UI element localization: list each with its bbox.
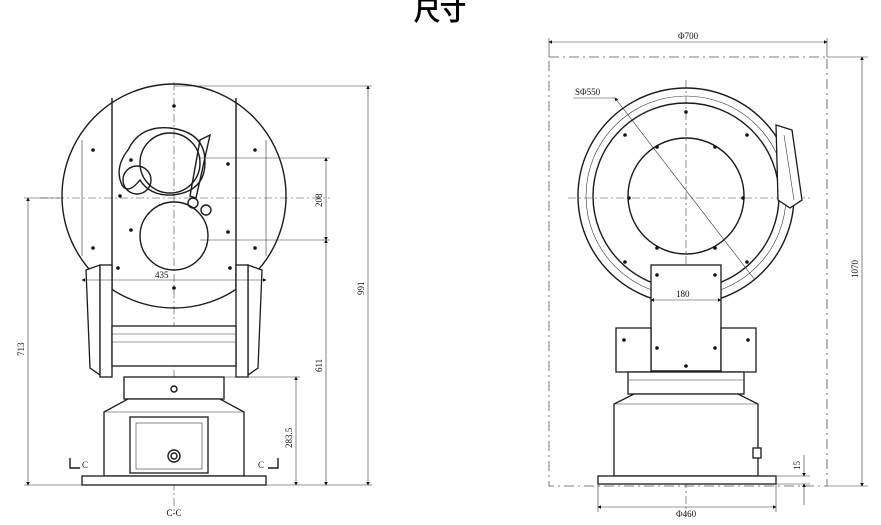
dim-phi460: Φ460 <box>676 509 697 519</box>
junction-box <box>129 416 209 474</box>
side-view: 180 Φ700 SΦ550 1070 15 Φ460 <box>548 31 868 519</box>
dim-180: 180 <box>676 289 690 299</box>
front-view: C C C-C 435 208 991 611 283.5 713 <box>16 82 372 518</box>
section-marker-left: C <box>82 460 88 470</box>
page-title: 尺寸 <box>414 0 466 27</box>
dim-611: 611 <box>314 359 324 372</box>
dim-991: 991 <box>356 282 366 296</box>
dim-sphi550: SΦ550 <box>575 87 601 97</box>
envelope-box <box>548 56 828 487</box>
dim-1070: 1070 <box>850 260 860 279</box>
section-marker-right: C <box>258 460 264 470</box>
dim-phi700: Φ700 <box>678 31 699 41</box>
section-label: C-C <box>166 508 181 518</box>
dim-15: 15 <box>792 461 802 471</box>
yoke-stem <box>650 264 722 372</box>
front-sphere <box>61 83 287 309</box>
dim-713: 713 <box>16 342 26 356</box>
dim-width-435: 435 <box>155 270 169 280</box>
dim-283-5: 283.5 <box>284 427 294 448</box>
dim-208: 208 <box>314 193 324 207</box>
